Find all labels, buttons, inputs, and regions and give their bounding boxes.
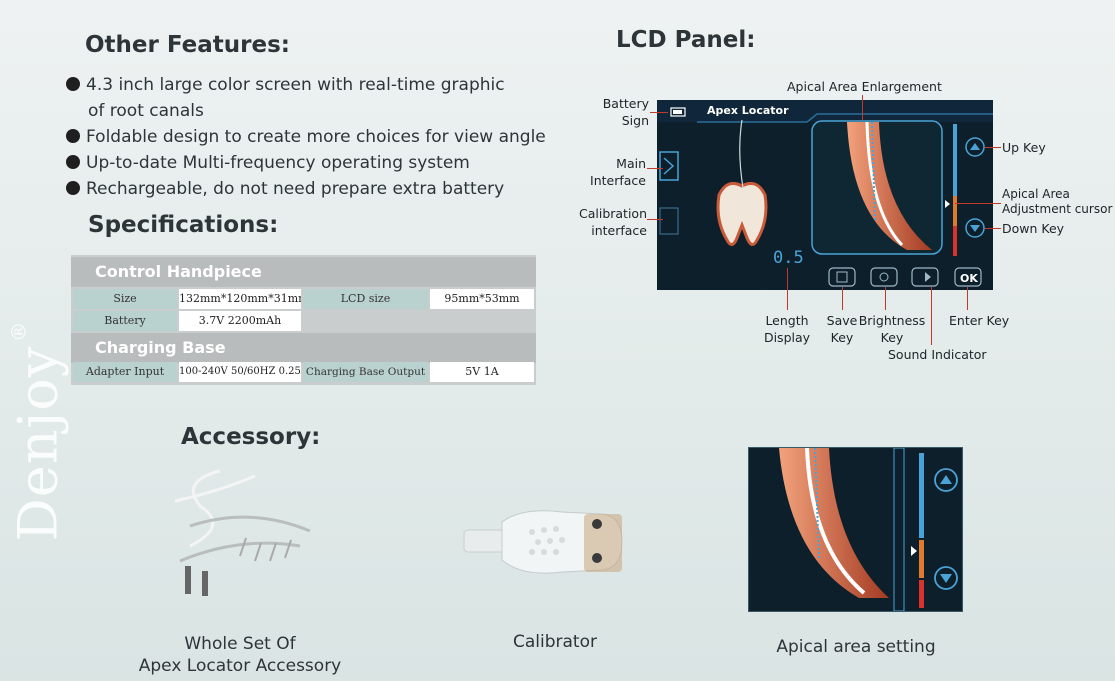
feature-item: Foldable design to create more choices f… <box>66 124 546 150</box>
apical-setting-caption: Apical area setting <box>776 637 936 657</box>
enlargement-label: Apical Area Enlargement <box>787 79 942 94</box>
screen-title: Apex Locator <box>707 104 789 117</box>
accessory-cables-image <box>174 469 311 596</box>
apical-area-screen <box>748 447 963 612</box>
bullet-icon <box>66 181 80 195</box>
main-interface-label: Main Interface <box>590 156 646 188</box>
adapter-input-value: 100-240V 50/60HZ 0.25A <box>179 362 301 382</box>
battery-sign-label: Battery Sign <box>602 96 649 128</box>
save-key-icon <box>828 267 856 287</box>
adapter-input-label: Adapter Input <box>73 362 177 382</box>
feature-item: 4.3 inch large color screen with real-ti… <box>66 72 546 98</box>
enter-key-label: Enter Key <box>949 313 1010 328</box>
lcd-size-value: 95mm*53mm <box>430 289 534 309</box>
sound-indicator-label: Sound Indicator <box>888 347 987 362</box>
calibration-label: Calibration interface <box>578 206 647 238</box>
charging-output-value: 5V 1A <box>430 362 534 382</box>
battery-value: 3.7V 2200mAh <box>179 311 301 331</box>
length-display-label: Length Display <box>763 313 811 345</box>
lcd-screen: 0.5 OK Apex Locator <box>657 100 993 290</box>
lcd-title: LCD Panel: <box>616 27 756 53</box>
main-interface-icon <box>659 151 679 181</box>
lcd-graphic: 0.5 OK <box>657 100 993 287</box>
calibrator-image <box>463 510 623 574</box>
down-key-label: Down Key <box>1002 221 1065 236</box>
registered-mark: ® <box>6 320 31 342</box>
calibrator-caption: Calibrator <box>513 632 597 652</box>
accessory-title: Accessory: <box>181 424 321 450</box>
size-value: 132mm*120mm*31mm <box>179 289 301 309</box>
feature-item: Up-to-date Multi-frequency operating sys… <box>66 150 546 176</box>
calibration-icon <box>659 207 679 235</box>
save-key-label: Save Key <box>826 313 858 345</box>
specs-title: Specifications: <box>88 212 279 238</box>
spec-table: Control Handpiece Size 132mm*120mm*31mm … <box>71 255 536 385</box>
bullet-icon <box>66 155 80 169</box>
battery-icon <box>670 107 686 117</box>
up-key-label: Up Key <box>1002 140 1046 155</box>
svg-text:OK: OK <box>960 272 978 285</box>
adjust-cursor-icon <box>945 200 950 208</box>
charging-output-label: Charging Base Output <box>303 362 428 382</box>
control-handpiece-header: Control Handpiece <box>71 257 536 287</box>
brightness-key-icon <box>870 267 898 287</box>
brightness-key-label: Brightness Key <box>858 313 926 345</box>
up-key-icon <box>934 468 958 492</box>
enter-key-icon <box>954 267 982 287</box>
battery-label: Battery <box>73 311 177 331</box>
feature-item: Rechargeable, do not need prepare extra … <box>66 176 546 202</box>
bullet-icon <box>66 129 80 143</box>
apical-area-graphic <box>779 447 958 612</box>
length-display: 0.5 <box>773 248 804 268</box>
size-label: Size <box>73 289 177 309</box>
bullet-icon <box>66 77 80 91</box>
sound-indicator-icon <box>911 267 939 287</box>
brand-logo: Denjoy ® <box>6 321 70 542</box>
down-key-icon <box>934 566 958 590</box>
features-list: 4.3 inch large color screen with real-ti… <box>66 72 546 202</box>
features-title: Other Features: <box>85 32 290 58</box>
brand-name: Denjoy <box>6 345 70 542</box>
charging-base-header: Charging Base <box>71 333 536 363</box>
up-key-icon <box>965 137 985 157</box>
lcd-size-label: LCD size <box>303 289 428 309</box>
feature-item: of root canals <box>88 101 204 121</box>
cursor-label: Apical Area Adjustment cursor <box>1002 187 1113 216</box>
whole-set-caption: Whole Set Of Apex Locator Accessory <box>138 634 342 676</box>
tooth-graphic <box>716 182 768 246</box>
down-key-icon <box>965 218 985 238</box>
